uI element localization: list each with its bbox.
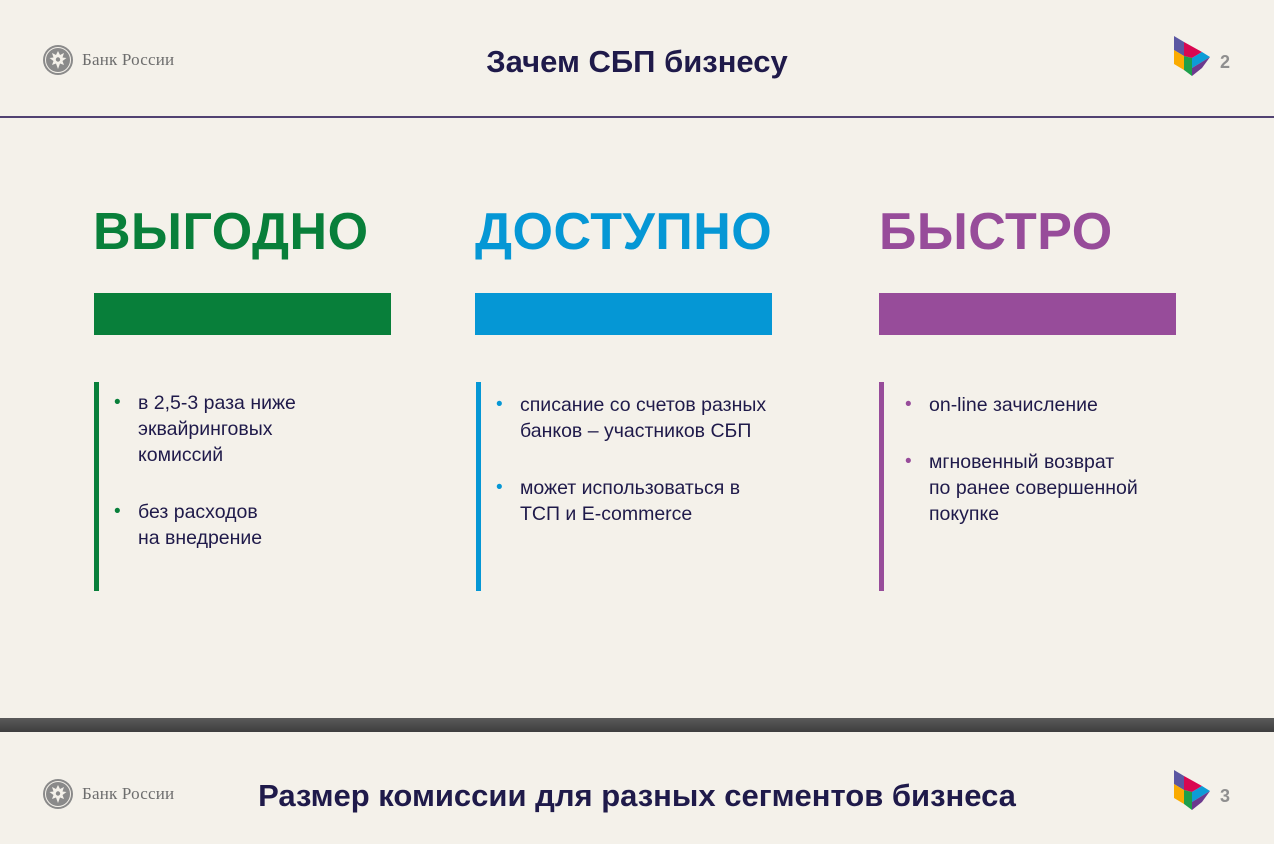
bank-emblem-icon [43,779,73,809]
header-divider [0,116,1274,118]
bar-accessible [475,293,772,335]
list-item: •без расходов на внедрение [114,501,263,549]
sbp-logo-icon [1174,770,1210,810]
page-number: 3 [1220,786,1231,806]
rule-profitable [94,382,99,591]
bullet-list-accessible: •списание со счетов разных банков – учас… [496,392,826,558]
page-title: Размер комиссии для разных сегментов биз… [258,778,1016,813]
list-item: •мгновенный возврат по ранее совершенной… [905,451,1138,525]
page-number: 2 [1220,52,1231,72]
heading-accessible: ДОСТУПНО [475,203,773,261]
slide-separator [0,718,1274,732]
list-item: •on-line зачисление [905,394,1098,416]
slide-why-sbp: Банк России Зачем СБП бизнесу 2 ВЫГОДНО … [0,36,1274,591]
bank-logo: Банк России [42,44,174,76]
bank-logo-text: Банк России [82,784,175,803]
sbp-logo-icon [1174,36,1210,76]
bullet-list-profitable: •в 2,5-3 раза ниже эквайринговых комисси… [114,390,414,582]
bar-profitable [94,293,391,335]
slide-commission-size: Банк России Размер комиссии для разных с… [0,732,1274,844]
bank-emblem-icon [43,45,73,75]
bank-logo: Банк России [42,778,174,810]
heading-fast: БЫСТРО [879,203,1113,261]
bullet-list-fast: •on-line зачисление •мгновенный возврат … [905,392,1205,558]
heading-profitable: ВЫГОДНО [93,203,369,261]
rule-accessible [476,382,481,591]
bar-fast [879,293,1176,335]
list-item: •списание со счетов разных банков – учас… [496,394,767,442]
bank-logo-text: Банк России [82,50,175,69]
page-title: Зачем СБП бизнесу [486,44,788,79]
list-item: •в 2,5-3 раза ниже эквайринговых комисси… [114,392,296,466]
rule-fast [879,382,884,591]
list-item: •может использоваться в ТСП и E-commerce [496,477,741,525]
